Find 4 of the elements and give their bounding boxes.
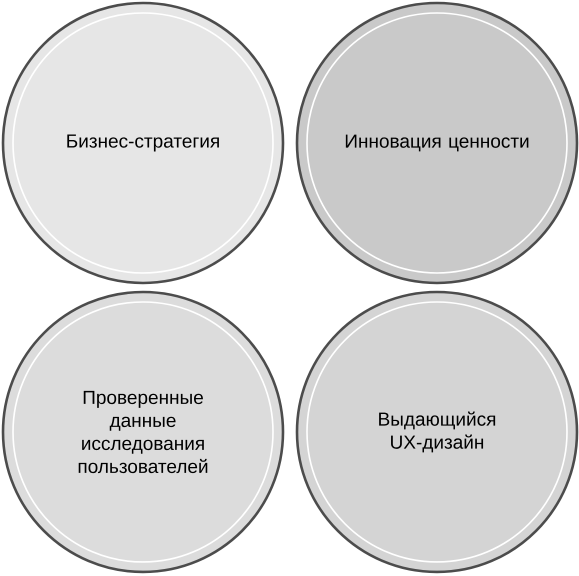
- circle-node: Инновация ценности: [296, 2, 578, 284]
- circle-node: Бизнес-стратегия: [2, 2, 284, 284]
- circle-node: Выдающийся UX-дизайн: [296, 290, 578, 574]
- circle-node: Проверенные данные исследования пользователей: [2, 290, 284, 574]
